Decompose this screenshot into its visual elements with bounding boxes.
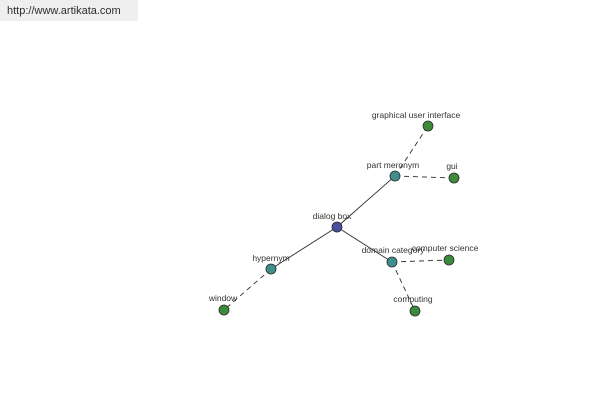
edge-dialog_box-hypernym xyxy=(270,226,338,270)
url-bar: http://www.artikata.com xyxy=(0,0,138,21)
site-url-link[interactable]: http://www.artikata.com xyxy=(7,5,121,17)
node-gui[interactable] xyxy=(448,172,460,184)
nodes-layer xyxy=(218,120,460,317)
node-label-domain-category[interactable]: domain category xyxy=(362,245,426,255)
node-computing[interactable] xyxy=(409,305,421,317)
node-label-part-meronym[interactable]: part meronym xyxy=(367,160,419,170)
edge-domain_category-computing xyxy=(391,261,416,312)
node-hypernym[interactable] xyxy=(265,263,277,275)
node-label-gui[interactable]: gui xyxy=(446,161,457,171)
node-dialog-box[interactable] xyxy=(331,221,343,233)
edge-part_meronym-gui_full xyxy=(394,125,429,177)
node-domain-category[interactable] xyxy=(386,256,398,268)
edge-dialog_box-part_meronym xyxy=(336,175,396,228)
node-label-gui-full[interactable]: graphical user interface xyxy=(372,110,461,120)
node-gui-full[interactable] xyxy=(422,120,434,132)
node-part-meronym[interactable] xyxy=(389,170,401,182)
edge-dialog_box-domain_category xyxy=(336,226,393,263)
edge-hypernym-window xyxy=(223,268,272,311)
edges-layer xyxy=(223,125,455,312)
node-label-computing[interactable]: computing xyxy=(393,294,432,304)
node-label-window[interactable]: window xyxy=(208,293,238,303)
node-label-hypernym[interactable]: hypernym xyxy=(252,253,289,263)
labels-layer: dialog box part meronym domain category hyp… xyxy=(208,110,479,304)
node-computer-science[interactable] xyxy=(443,254,455,266)
node-label-computer-science[interactable]: computer science xyxy=(412,243,479,253)
node-label-dialog-box[interactable]: dialog box xyxy=(313,211,353,221)
node-window[interactable] xyxy=(218,304,230,316)
edge-domain_category-computer_science xyxy=(391,259,450,263)
edge-part_meronym-gui xyxy=(394,175,455,179)
